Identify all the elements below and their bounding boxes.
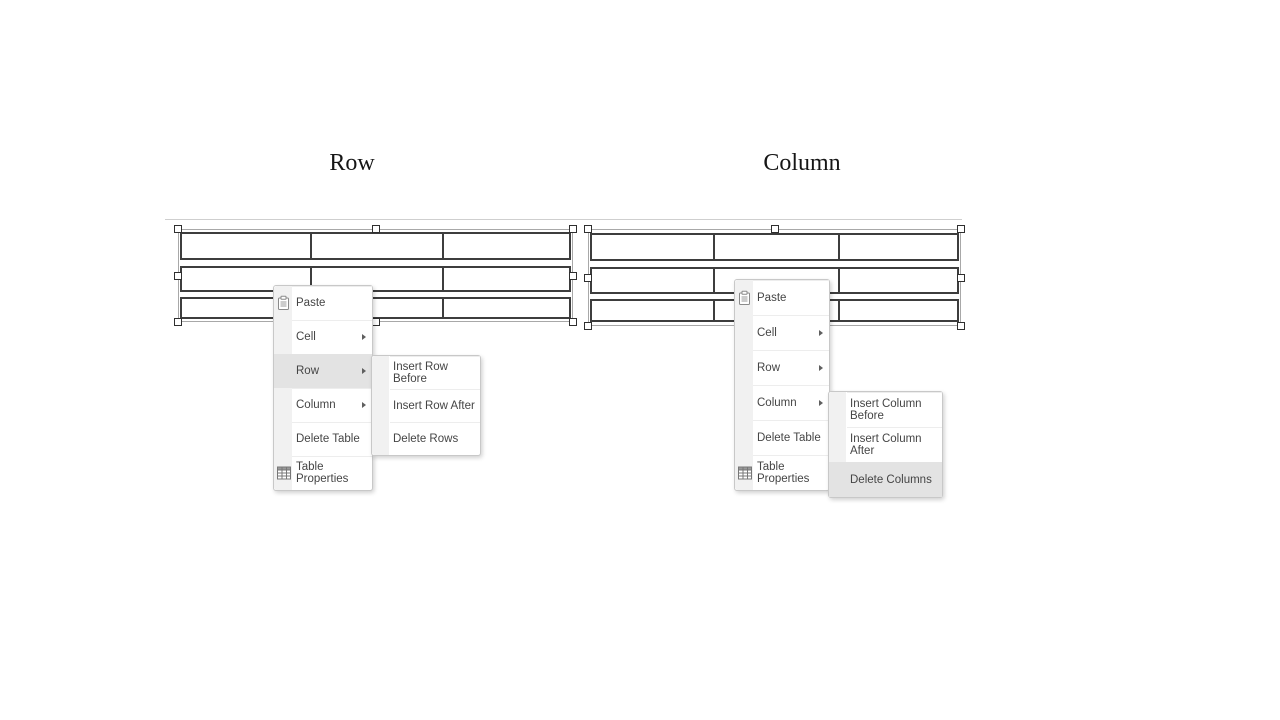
- resize-handle[interactable]: [569, 318, 577, 326]
- menu-item-label: Insert Column Before: [850, 397, 922, 422]
- menu-item-label: Row: [296, 365, 320, 377]
- submenu-arrow-icon: [362, 334, 366, 340]
- menu-item-label: Paste: [757, 291, 787, 304]
- menu-icon-gutter: [274, 286, 292, 490]
- menu-item-table-properties[interactable]: Table Properties: [274, 456, 372, 490]
- menu-item-paste[interactable]: Paste: [735, 280, 829, 315]
- menu-item-delete-table[interactable]: Delete Table: [735, 420, 829, 455]
- submenu-arrow-icon: [362, 402, 366, 408]
- resize-handle[interactable]: [584, 322, 592, 330]
- menu-item-label: Paste: [296, 297, 326, 309]
- column-submenu: Insert Column Before Insert Column After…: [828, 391, 943, 498]
- submenu-arrow-icon: [819, 364, 823, 371]
- menu-item-label: Cell: [757, 326, 777, 339]
- resize-handle[interactable]: [174, 318, 182, 326]
- menu-item-label: Column: [296, 399, 336, 411]
- paste-icon: [738, 290, 751, 305]
- column-divider: [713, 235, 715, 259]
- resize-handle[interactable]: [957, 322, 965, 330]
- table-row[interactable]: [180, 266, 571, 292]
- submenu-arrow-icon: [819, 329, 823, 336]
- menu-item-column[interactable]: Column: [735, 385, 829, 420]
- menu-icon-gutter: [372, 356, 389, 455]
- menu-item-cell[interactable]: Cell: [735, 315, 829, 350]
- row-section-title: Row: [329, 150, 375, 176]
- menu-item-insert-row-after[interactable]: Insert Row After: [372, 389, 480, 422]
- column-divider: [713, 301, 715, 320]
- row-submenu: Insert Row Before Insert Row After Delet…: [371, 355, 481, 456]
- submenu-arrow-icon: [362, 368, 366, 374]
- column-divider: [310, 234, 312, 258]
- resize-handle[interactable]: [770, 225, 779, 233]
- paste-icon: [277, 295, 290, 311]
- column-divider: [310, 268, 312, 290]
- menu-item-label: Column: [757, 396, 797, 409]
- menu-item-label: Delete Table: [757, 431, 821, 444]
- menu-item-label: Insert Column After: [850, 432, 922, 457]
- menu-item-row[interactable]: Row: [274, 354, 372, 388]
- column-divider: [442, 234, 444, 258]
- resize-handle[interactable]: [174, 225, 182, 233]
- column-section-title: Column: [763, 150, 841, 176]
- menu-item-insert-column-before[interactable]: Insert Column Before: [829, 392, 942, 427]
- row-example-table[interactable]: [174, 225, 577, 326]
- menu-item-label: Cell: [296, 331, 316, 343]
- resize-handle[interactable]: [174, 271, 182, 280]
- column-divider: [838, 269, 840, 292]
- menu-item-column[interactable]: Column: [274, 388, 372, 422]
- table-context-menu-row: Paste Cell Row Column Delete Table: [273, 285, 373, 491]
- column-divider: [442, 299, 444, 317]
- table-row[interactable]: [180, 232, 571, 260]
- table-grid-icon: [738, 466, 752, 479]
- menu-item-label: Table Properties: [757, 460, 810, 485]
- menu-item-cell[interactable]: Cell: [274, 320, 372, 354]
- content-top-divider: [165, 219, 962, 220]
- table-row[interactable]: [180, 297, 571, 319]
- resize-handle[interactable]: [584, 273, 592, 282]
- menu-icon-gutter: [735, 280, 753, 490]
- submenu-arrow-icon: [819, 399, 823, 406]
- table-context-menu-column: Paste Cell Row Column Delete Table: [734, 279, 830, 491]
- resize-handle[interactable]: [957, 225, 965, 233]
- menu-item-label: Table Properties: [296, 461, 349, 485]
- menu-item-label: Delete Rows: [393, 432, 459, 445]
- resize-handle[interactable]: [569, 271, 577, 280]
- resize-handle[interactable]: [371, 225, 380, 233]
- menu-item-label: Delete Columns: [850, 473, 932, 486]
- menu-item-table-properties[interactable]: Table Properties: [735, 455, 829, 490]
- column-divider: [838, 301, 840, 320]
- menu-item-delete-rows[interactable]: Delete Rows: [372, 422, 480, 455]
- menu-item-paste[interactable]: Paste: [274, 286, 372, 320]
- resize-handle[interactable]: [569, 225, 577, 233]
- column-divider: [838, 235, 840, 259]
- menu-item-label: Insert Row Before: [393, 360, 448, 385]
- menu-item-label: Row: [757, 361, 781, 374]
- resize-handle[interactable]: [957, 273, 965, 282]
- menu-item-insert-column-after[interactable]: Insert Column After: [829, 427, 942, 462]
- resize-handle[interactable]: [584, 225, 592, 233]
- table-grid-icon: [277, 466, 291, 480]
- menu-item-label: Insert Row After: [393, 399, 475, 412]
- menu-item-delete-table[interactable]: Delete Table: [274, 422, 372, 456]
- menu-item-insert-row-before[interactable]: Insert Row Before: [372, 356, 480, 389]
- menu-item-row[interactable]: Row: [735, 350, 829, 385]
- column-divider: [442, 268, 444, 290]
- menu-item-delete-columns[interactable]: Delete Columns: [829, 462, 942, 497]
- menu-item-label: Delete Table: [296, 433, 360, 445]
- column-divider: [713, 269, 715, 292]
- table-row[interactable]: [590, 233, 959, 261]
